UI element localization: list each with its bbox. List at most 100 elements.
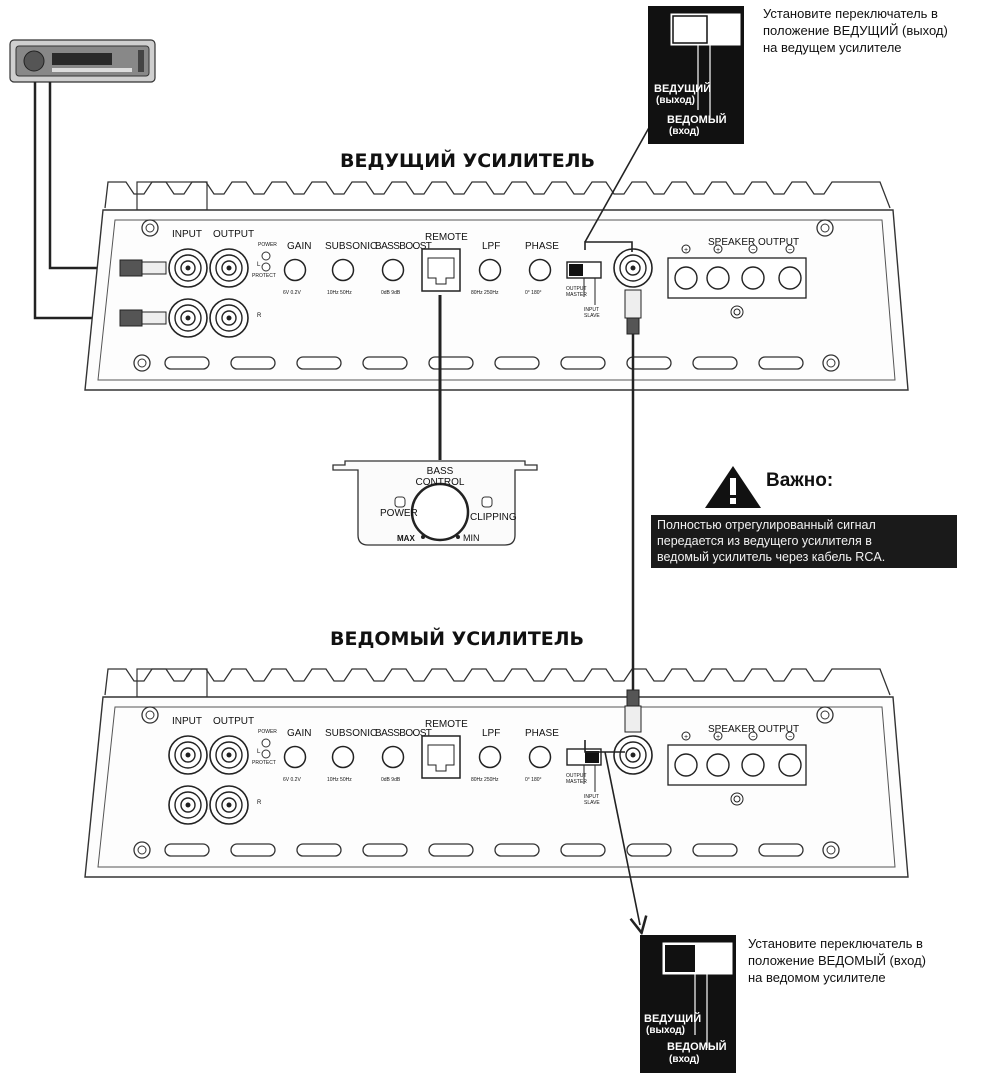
gain-scale: 6V 0.2V xyxy=(283,290,301,296)
output-jack-left xyxy=(209,248,249,288)
bass-control-remote: BASS CONTROL POWER CLIPPING MAX MIN xyxy=(332,460,538,546)
subsonic-knob xyxy=(331,258,355,282)
subsonic-label: SUBSONIC xyxy=(325,728,377,739)
bassboost-knob xyxy=(381,258,405,282)
gain-label: GAIN xyxy=(287,241,311,252)
speaker-terminal xyxy=(706,266,730,290)
left-channel-label: L xyxy=(257,262,261,268)
lpf-label: LPF xyxy=(482,728,500,739)
phase-label: PHASE xyxy=(525,728,559,739)
slave-amp-title: ВЕДОМЫЙ УСИЛИТЕЛЬ xyxy=(330,627,584,650)
slave-card-master-label: ВЕДУЩИЙ xyxy=(644,1012,701,1025)
output-jack-left xyxy=(209,735,249,775)
master-switch-card: ВЕДУЩИЙ (выход) ВЕДОМЫЙ (вход) xyxy=(648,6,744,144)
remote-label: REMOTE xyxy=(425,232,468,243)
output-label: OUTPUT xyxy=(213,229,254,240)
protect-led-label: PROTECT xyxy=(252,273,276,279)
speaker-terminal xyxy=(674,266,698,290)
warning-line: Полностью отрегулированный сигнал xyxy=(657,518,876,532)
phase-knob xyxy=(528,745,552,769)
output-master-label: OUTPUT xyxy=(566,773,587,779)
protect-led xyxy=(261,262,271,272)
slave-note-line: на ведомом усилителе xyxy=(748,970,886,985)
input-jack-left xyxy=(168,248,208,288)
phase-scale: 0° 180° xyxy=(525,290,542,296)
right-channel-label: R xyxy=(257,313,262,319)
input-jack-right xyxy=(168,298,208,338)
slave-switch-arrow xyxy=(584,740,640,925)
input-slave-label: SLAVE xyxy=(584,313,600,319)
master-switch-note: Установите переключатель в положение ВЕД… xyxy=(763,5,948,56)
warning-line: передается из ведущего усилителя в xyxy=(657,534,872,548)
bass-control-max-label: MAX xyxy=(397,534,415,543)
warning-title: Важно: xyxy=(766,470,834,491)
right-channel-label: R xyxy=(257,800,262,806)
output-jack-right xyxy=(209,785,249,825)
left-channel-label: L xyxy=(257,749,261,755)
warning-box: Полностью отрегулированный сигнал переда… xyxy=(651,515,957,568)
bass-control-min-label: MIN xyxy=(463,533,480,543)
input-jack-right xyxy=(168,785,208,825)
master-card-slave-label: ВЕДОМЫЙ xyxy=(667,113,727,126)
master-note-line: на ведущем усилителе xyxy=(763,40,902,55)
master-input-rca-plugs xyxy=(119,259,167,327)
input-jack-left xyxy=(168,735,208,775)
input-slave-label: INPUT xyxy=(584,794,599,800)
bassboost-scale: 0dB 9dB xyxy=(381,290,401,296)
output-master-label: OUTPUT xyxy=(566,286,587,292)
speaker-terminal xyxy=(778,753,802,777)
output-label: OUTPUT xyxy=(213,716,254,727)
input-label: INPUT xyxy=(172,229,202,240)
master-to-slave-rca-cable xyxy=(624,289,642,733)
head-unit xyxy=(9,39,156,83)
subsonic-scale: 10Hz 50Hz xyxy=(327,777,352,783)
slave-note-line: положение ВЕДОМЫЙ (вход) xyxy=(748,953,927,968)
speaker-polarity-label: + xyxy=(684,247,688,254)
lpf-label: LPF xyxy=(482,241,500,252)
output-jack-right xyxy=(209,298,249,338)
subsonic-knob xyxy=(331,745,355,769)
lpf-knob xyxy=(478,745,502,769)
output-master-label: MASTER xyxy=(566,292,587,298)
speaker-terminal xyxy=(741,753,765,777)
slave-switch-note: Установите переключатель в положение ВЕД… xyxy=(748,935,926,986)
subsonic-label: SUBSONIC xyxy=(325,241,377,252)
slave-amplifier: INPUTOUTPUTPOWERPROTECTLLRRGAIN6V 0.2VSU… xyxy=(84,668,909,878)
speaker-polarity-label: + xyxy=(716,734,720,741)
master-note-line: Установите переключатель в xyxy=(763,6,938,21)
bassboost-label: BASSBOOST xyxy=(375,241,432,252)
bassboost-label: BASSBOOST xyxy=(375,728,432,739)
speaker-polarity-label: + xyxy=(684,734,688,741)
phase-knob xyxy=(528,258,552,282)
lpf-knob xyxy=(478,258,502,282)
speaker-output-label: SPEAKER OUTPUT xyxy=(708,237,799,248)
speaker-output-label: SPEAKER OUTPUT xyxy=(708,724,799,735)
bass-control-title-1: BASS xyxy=(427,466,454,477)
gain-knob xyxy=(283,745,307,769)
slave-card-slave-label: ВЕДОМЫЙ xyxy=(667,1040,727,1053)
subsonic-scale: 10Hz 50Hz xyxy=(327,290,352,296)
master-amp-title: ВЕДУЩИЙ УСИЛИТЕЛЬ xyxy=(340,149,595,172)
bass-control-clipping-label: CLIPPING xyxy=(470,512,517,523)
protect-led-label: PROTECT xyxy=(252,760,276,766)
speaker-polarity-label: − xyxy=(788,734,792,741)
speaker-polarity-label: − xyxy=(788,247,792,254)
master-card-master-label: ВЕДУЩИЙ xyxy=(654,82,711,95)
input-slave-label: SLAVE xyxy=(584,800,600,806)
slave-card-master-sub: (выход) xyxy=(646,1025,685,1036)
master-card-slave-sub: (вход) xyxy=(669,126,699,137)
speaker-terminal xyxy=(741,266,765,290)
slave-card-slave-sub: (вход) xyxy=(669,1054,699,1065)
speaker-polarity-label: + xyxy=(716,247,720,254)
speaker-terminal xyxy=(778,266,802,290)
master-switch-arrow xyxy=(584,108,660,252)
slave-switch-card: ВЕДУЩИЙ (выход) ВЕДОМЫЙ (вход) xyxy=(640,935,736,1073)
speaker-terminal xyxy=(674,753,698,777)
bass-control-title-2: CONTROL xyxy=(416,477,465,488)
lpf-scale: 80Hz 250Hz xyxy=(471,777,499,783)
speaker-polarity-label: − xyxy=(751,247,755,254)
phase-scale: 0° 180° xyxy=(525,777,542,783)
phase-label: PHASE xyxy=(525,241,559,252)
speaker-polarity-label: − xyxy=(751,734,755,741)
